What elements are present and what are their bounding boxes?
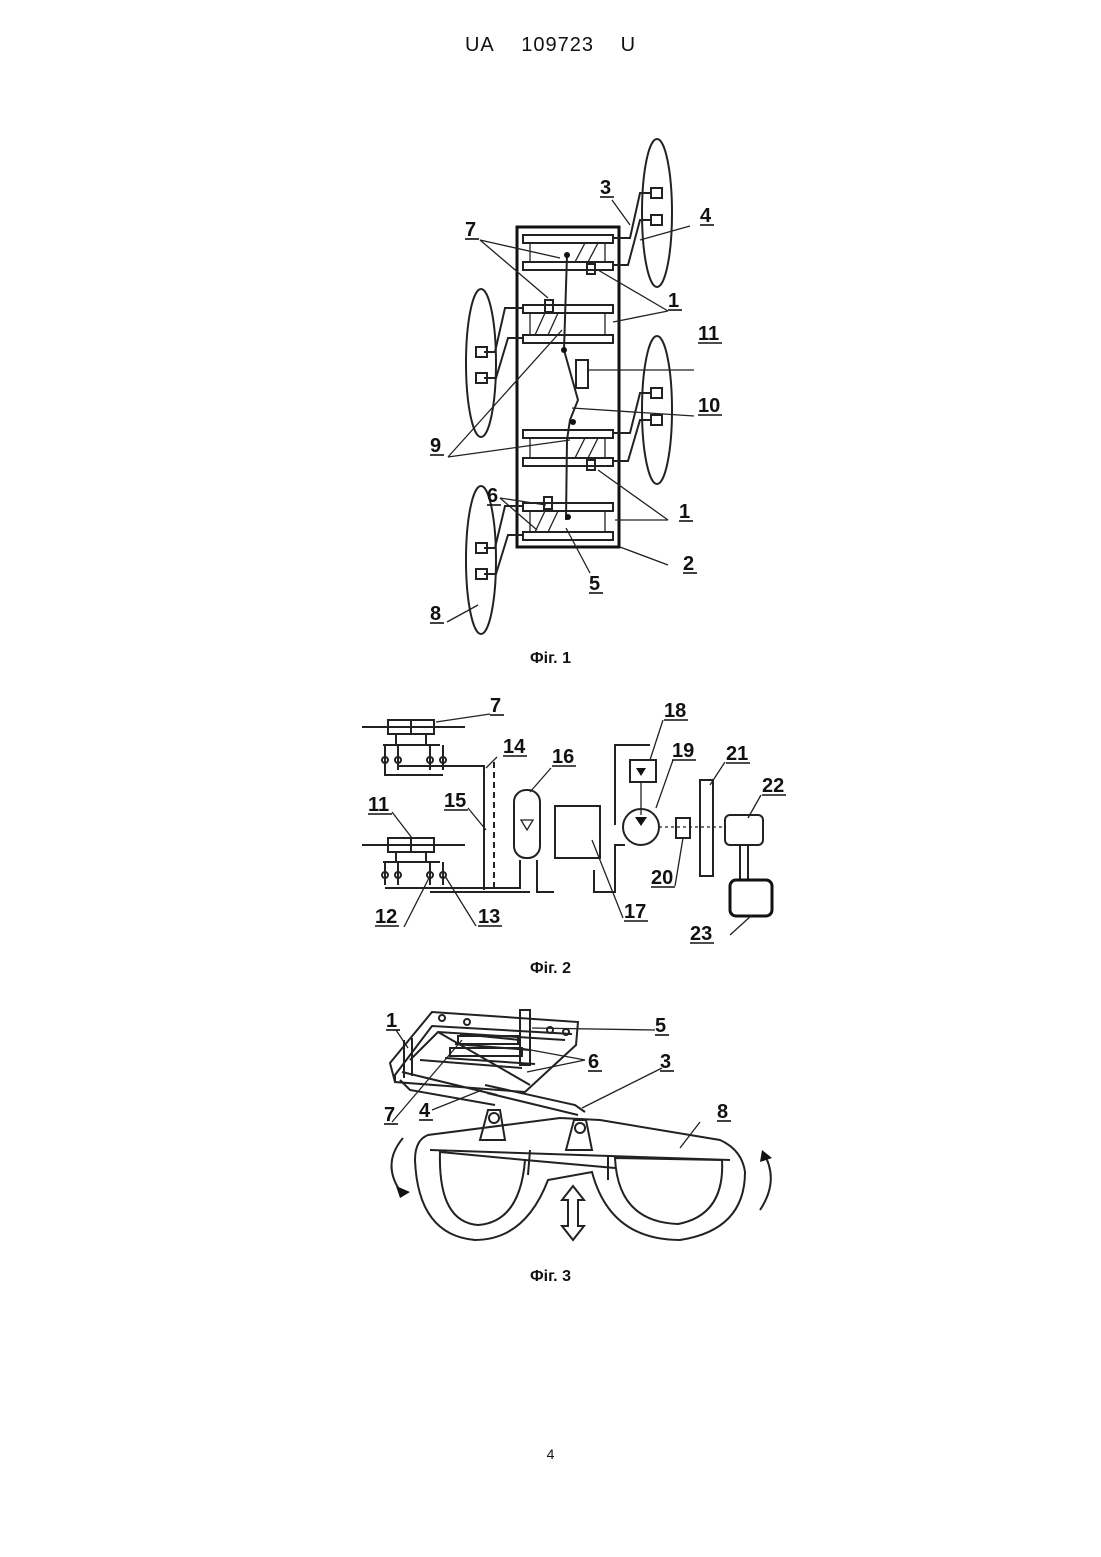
fig2-label-17: 17 (624, 901, 646, 923)
fig1-label-5: 5 (589, 573, 600, 595)
tank-16 (514, 790, 540, 858)
fig1-label-9: 9 (430, 435, 441, 457)
plate-21 (700, 780, 713, 876)
frame-1 (390, 1012, 578, 1092)
fig1-label-1-top: 1 (668, 290, 679, 312)
figure-3-caption: Фіг. 3 (0, 1268, 1101, 1286)
fig1-label-10: 10 (698, 395, 720, 417)
fig1-label-8: 8 (430, 603, 441, 625)
vertical-double-arrow-icon (562, 1186, 584, 1240)
fig2-label-15: 15 (444, 790, 466, 812)
figure-1-drawing: 3 4 7 1 11 10 9 6 1 2 5 8 (430, 139, 722, 634)
figure-1-caption: Фіг. 1 (0, 650, 1101, 668)
fig2-label-23: 23 (690, 923, 712, 945)
fig3-label-5: 5 (655, 1015, 666, 1037)
fig3-label-4: 4 (419, 1100, 431, 1122)
disk-8a (642, 139, 672, 287)
fig1-label-3: 3 (600, 177, 611, 199)
fig1-label-4: 4 (700, 205, 712, 227)
fig2-label-22: 22 (762, 775, 784, 797)
box-22 (725, 815, 763, 845)
fig2-label-12: 12 (375, 906, 397, 928)
fig2-label-19: 19 (672, 740, 694, 762)
actuator-11 (362, 838, 465, 885)
box-17 (555, 806, 600, 858)
fig2-label-20: 20 (651, 867, 673, 889)
fig2-label-11: 11 (368, 794, 389, 816)
fig1-label-6: 6 (487, 485, 498, 507)
fig1-label-11: 11 (698, 323, 719, 345)
disk-8c (642, 336, 672, 484)
box-23 (730, 880, 772, 916)
disk-unit-8 (415, 1118, 745, 1240)
fig3-label-6: 6 (588, 1051, 599, 1073)
fig2-label-13: 13 (478, 906, 500, 928)
figure-2-caption: Фіг. 2 (0, 960, 1101, 978)
coupling-20 (676, 818, 690, 838)
disk-8d (466, 486, 496, 634)
fig2-label-18: 18 (664, 700, 686, 722)
fig3-label-7: 7 (384, 1104, 395, 1126)
figure-3-drawing: 1 5 6 3 4 7 8 (384, 1010, 772, 1240)
frame-2 (517, 227, 619, 547)
fig1-label-1-bottom: 1 (679, 501, 690, 523)
fig2-label-14: 14 (503, 736, 526, 758)
fig1-label-7: 7 (465, 219, 476, 241)
figure-2-drawing: 7 14 15 11 16 18 19 21 22 20 17 12 13 23 (362, 695, 786, 945)
fig3-label-8: 8 (717, 1101, 728, 1123)
page-number: 4 (0, 1446, 1101, 1462)
rotation-arrow-left-icon (392, 1138, 404, 1195)
fig3-label-1: 1 (386, 1010, 397, 1032)
fig2-label-21: 21 (726, 743, 748, 765)
disk-8b (466, 289, 496, 437)
fig2-label-7: 7 (490, 695, 501, 717)
fig2-label-16: 16 (552, 746, 574, 768)
fig1-label-2: 2 (683, 553, 694, 575)
cylinder-11 (576, 360, 588, 388)
fig3-label-3: 3 (660, 1051, 671, 1073)
